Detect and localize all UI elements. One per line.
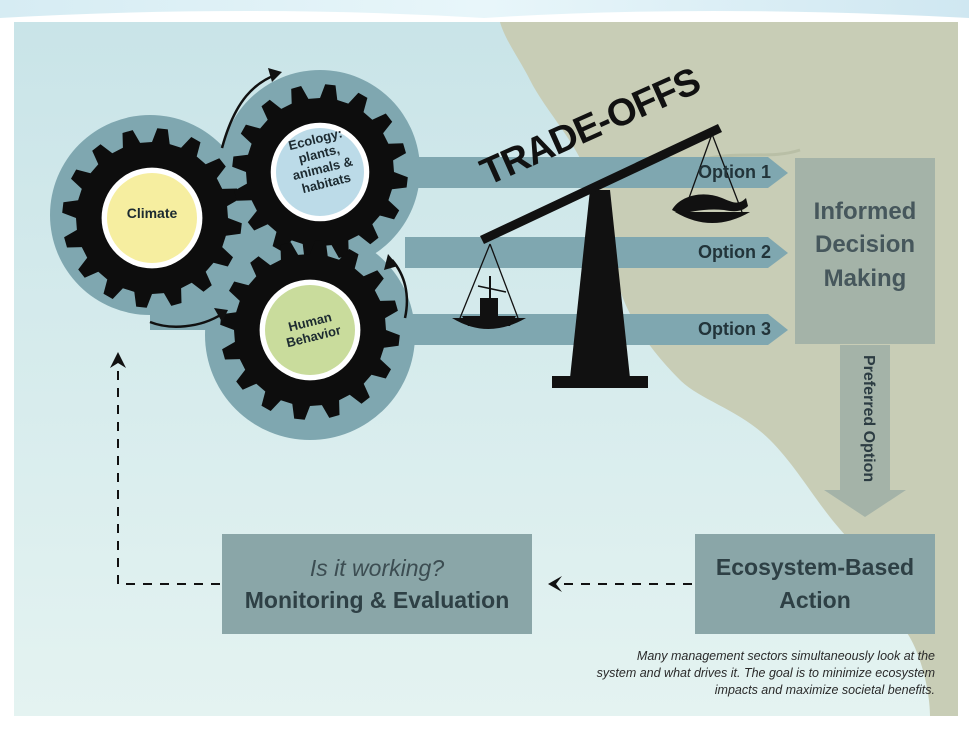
gear-label-climate: Climate [126,205,178,221]
ecology-gear-core [276,128,364,216]
preferred-option-arrow [824,345,906,517]
option-1-band [405,157,788,188]
monitoring-question: Is it working? [309,554,445,581]
feedback-arrows [117,370,692,585]
action-box [695,534,935,634]
caption-line-3: impacts and maximize societal benefits. [714,682,935,697]
action-line-2: Action [779,587,851,613]
dashed-arrowhead-left [548,576,562,592]
decision-line-1: Informed [813,197,917,225]
balance-scale [452,124,750,388]
arrowhead-bottom [214,308,228,322]
action-label: Ecosystem-Based Action [695,534,935,634]
whale-icon [672,194,748,214]
monitoring-to-climate-line [117,370,220,585]
top-banner-band [0,0,969,18]
decision-line-3: Making [823,264,907,292]
caption: Many management sectors simultaneously l… [515,648,935,699]
arrowhead-top [268,68,282,82]
fishing-boat-icon [462,276,516,326]
action-line-1: Ecosystem-Based [715,553,915,580]
preferred-option-label: Preferred Option [860,355,877,483]
monitoring-title: Monitoring & Evaluation [244,587,510,613]
arrowhead-right [384,254,398,270]
monitoring-box [222,534,532,634]
option-1-label: Option 1 [698,162,771,182]
option-2-label: Option 2 [698,242,771,262]
climate-gear-core [107,173,197,263]
caption-line-2: system and what drives it. The goal is t… [596,665,935,680]
caption-line-1: Many management sectors simultaneously l… [636,649,935,663]
rotation-arrow-bottom [149,312,223,328]
decision-line-2: Decision [814,231,916,259]
option-3-label: Option 3 [698,319,771,339]
gears-group [62,84,408,420]
scale-pillar [570,190,630,378]
scale-beam [480,124,722,244]
decision-label: Informed Decision Making [795,190,935,300]
scale-base [552,376,648,388]
human-behavior-gear-core [265,285,355,375]
dashed-arrowhead-up [110,352,126,368]
monitoring-label: Is it working? Monitoring & Evaluation [222,534,532,634]
decision-box [795,158,935,344]
right-pan [675,212,750,223]
